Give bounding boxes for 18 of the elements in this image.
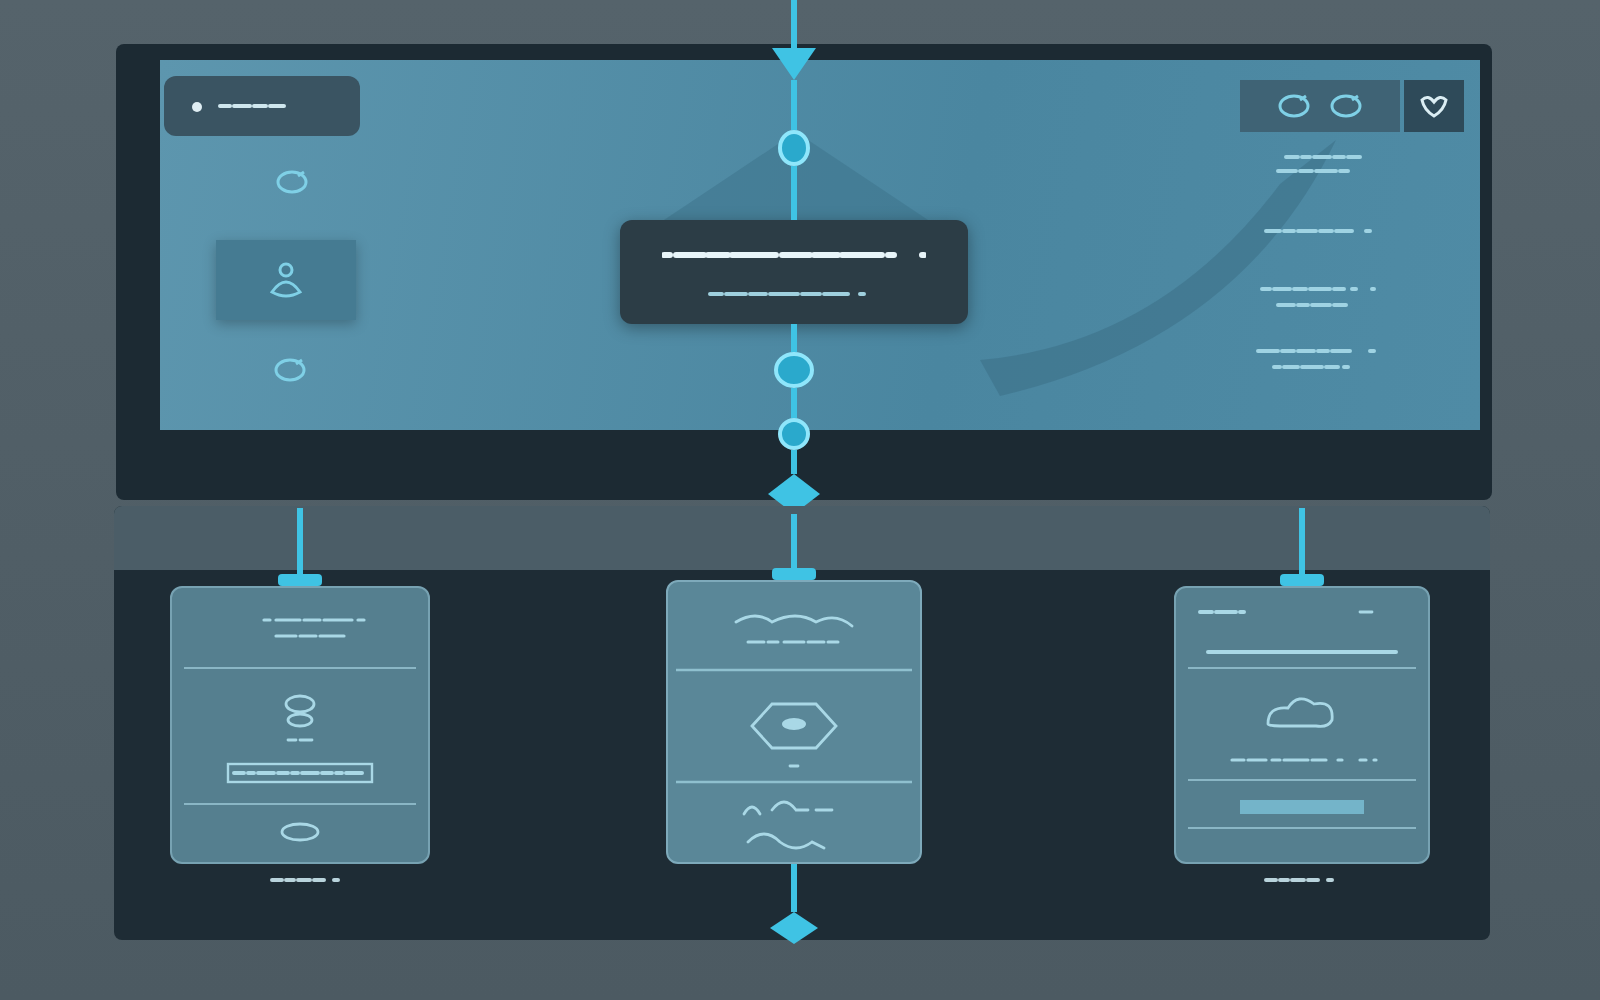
- connector-dot: [778, 130, 810, 166]
- chevron-node: [772, 48, 816, 80]
- connector-line: [791, 166, 797, 220]
- connector-line: [791, 80, 797, 130]
- connector-dot: [778, 418, 810, 450]
- connector-line: [772, 514, 816, 580]
- connector-line: [278, 508, 322, 586]
- label-box: [620, 220, 968, 324]
- connector-line: [1280, 508, 1324, 586]
- end-diamond: [770, 912, 818, 944]
- connector-dot: [774, 352, 814, 388]
- connector-line: [791, 864, 797, 912]
- panel-frame: [116, 44, 1492, 500]
- connector-line: [791, 324, 797, 352]
- connector-line: [791, 388, 797, 418]
- connector-line: [791, 0, 797, 48]
- connector-line: [791, 450, 797, 474]
- panel-frame: [114, 506, 1490, 940]
